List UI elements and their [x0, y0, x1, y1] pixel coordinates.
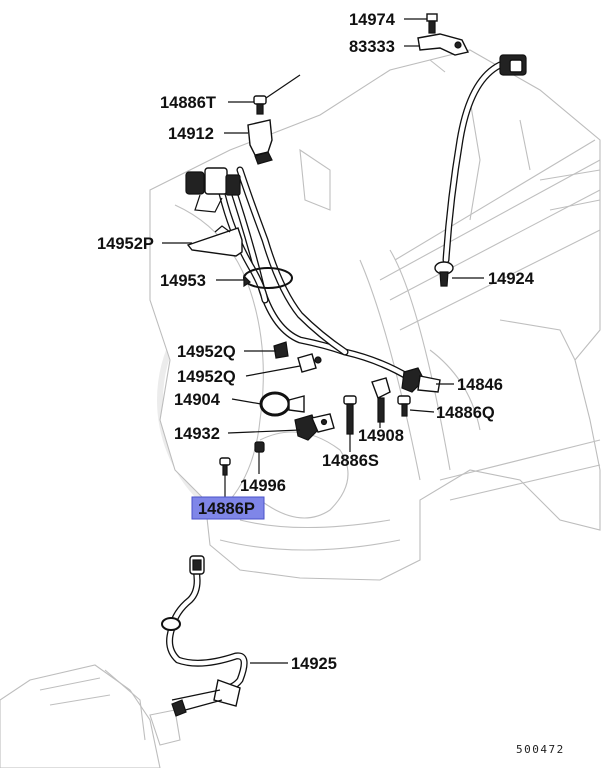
sensor-14908 [371, 377, 391, 423]
callout-14886Q[interactable]: 14886Q [436, 404, 495, 422]
upper-wire-harness [185, 166, 414, 382]
callout-14925[interactable]: 14925 [291, 655, 337, 673]
callout-14912[interactable]: 14912 [168, 125, 214, 143]
temperature-sensor-cable [434, 54, 527, 287]
bolt-14974 [426, 13, 438, 34]
callout-14904[interactable]: 14904 [174, 391, 221, 409]
exhaust-pipe [0, 664, 181, 768]
callout-14886S[interactable]: 14886S [322, 452, 379, 470]
plug-14996 [254, 441, 265, 453]
connector-14846 [401, 367, 441, 393]
harness-connector-middle [204, 167, 228, 195]
leader-lines [162, 18, 484, 664]
callout-14932[interactable]: 14932 [174, 425, 220, 443]
figure-number: 500472 [516, 743, 565, 756]
callout-83333[interactable]: 83333 [349, 38, 395, 56]
harness-connector-right [225, 174, 241, 196]
callout-14996[interactable]: 14996 [240, 477, 286, 495]
callout-14952Q-lower[interactable]: 14952Q [177, 368, 236, 386]
callout-14952Q-upper[interactable]: 14952Q [177, 343, 236, 361]
callout-14924[interactable]: 14924 [488, 270, 535, 288]
band-clamp-14953 [243, 267, 293, 289]
callout-14886P[interactable]: 14886P [198, 500, 255, 518]
callout-labels: 14974 83333 14886T 14912 14952P 14953 14… [97, 11, 535, 673]
callout-14974[interactable]: 14974 [349, 11, 396, 29]
callout-14952P[interactable]: 14952P [97, 235, 154, 253]
bracket-83333 [417, 33, 470, 56]
callout-14908[interactable]: 14908 [358, 427, 404, 445]
bolt-14886T [253, 95, 267, 115]
harness-connector-left [185, 171, 205, 195]
bolt-14886Q [397, 395, 411, 417]
clip-14952Q-lower [297, 353, 322, 373]
oxygen-sensor-14925 [161, 555, 248, 717]
clip-14952Q-upper [273, 341, 289, 359]
callout-14886T[interactable]: 14886T [160, 94, 216, 112]
callout-14846[interactable]: 14846 [457, 376, 503, 394]
sensor-14932 [294, 413, 335, 441]
highlight-box-14886P [191, 496, 265, 520]
callout-14953[interactable]: 14953 [160, 272, 206, 290]
bracket-14912 [247, 119, 273, 165]
clip-14952P [186, 225, 243, 257]
